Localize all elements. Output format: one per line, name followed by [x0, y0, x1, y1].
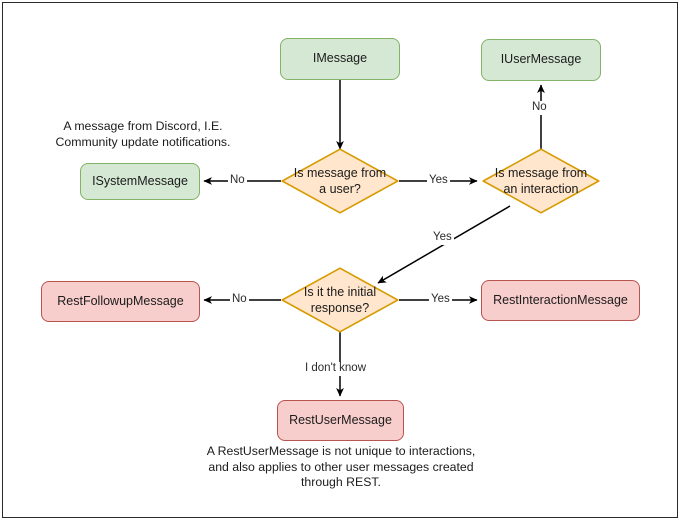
decision-user-shape [281, 148, 399, 214]
edge-label-user-no: No [228, 174, 247, 188]
node-decision-user[interactable]: Is message from a user? [281, 148, 399, 214]
node-restfollowupmessage[interactable]: RestFollowupMessage [41, 281, 200, 322]
edge-label-user-yes: Yes [427, 174, 450, 188]
edge-label-initial-unknown: I don't know [303, 362, 369, 376]
node-restinteractionmessage-label: RestInteractionMessage [493, 292, 628, 307]
node-restinteractionmessage[interactable]: RestInteractionMessage [481, 280, 640, 321]
edge-label-interaction-no: No [530, 101, 549, 115]
node-isystemmessage-label: ISystemMessage [92, 173, 188, 188]
node-iusermessage[interactable]: IUserMessage [481, 39, 601, 81]
node-iusermessage-label: IUserMessage [500, 52, 582, 67]
node-restfollowupmessage-label: RestFollowupMessage [57, 293, 184, 308]
edge-label-interaction-yes: Yes [431, 231, 454, 245]
node-imessage[interactable]: IMessage [280, 38, 400, 80]
note-restusermessage: A RestUserMessage is not unique to inter… [206, 444, 476, 490]
edge-label-initial-no: No [230, 293, 249, 307]
note-isystemmessage: A message from Discord, I.E. Community u… [55, 119, 231, 149]
node-restusermessage-label: RestUserMessage [289, 412, 392, 427]
edge-label-initial-yes: Yes [429, 293, 452, 307]
decision-interaction-shape [482, 148, 600, 214]
node-decision-initial[interactable]: Is it the initial response? [281, 267, 399, 333]
node-decision-interaction[interactable]: Is message from an interaction [482, 148, 600, 214]
node-imessage-label: IMessage [312, 51, 368, 66]
node-restusermessage[interactable]: RestUserMessage [277, 400, 404, 441]
decision-initial-shape [281, 267, 399, 333]
node-isystemmessage[interactable]: ISystemMessage [80, 163, 200, 200]
